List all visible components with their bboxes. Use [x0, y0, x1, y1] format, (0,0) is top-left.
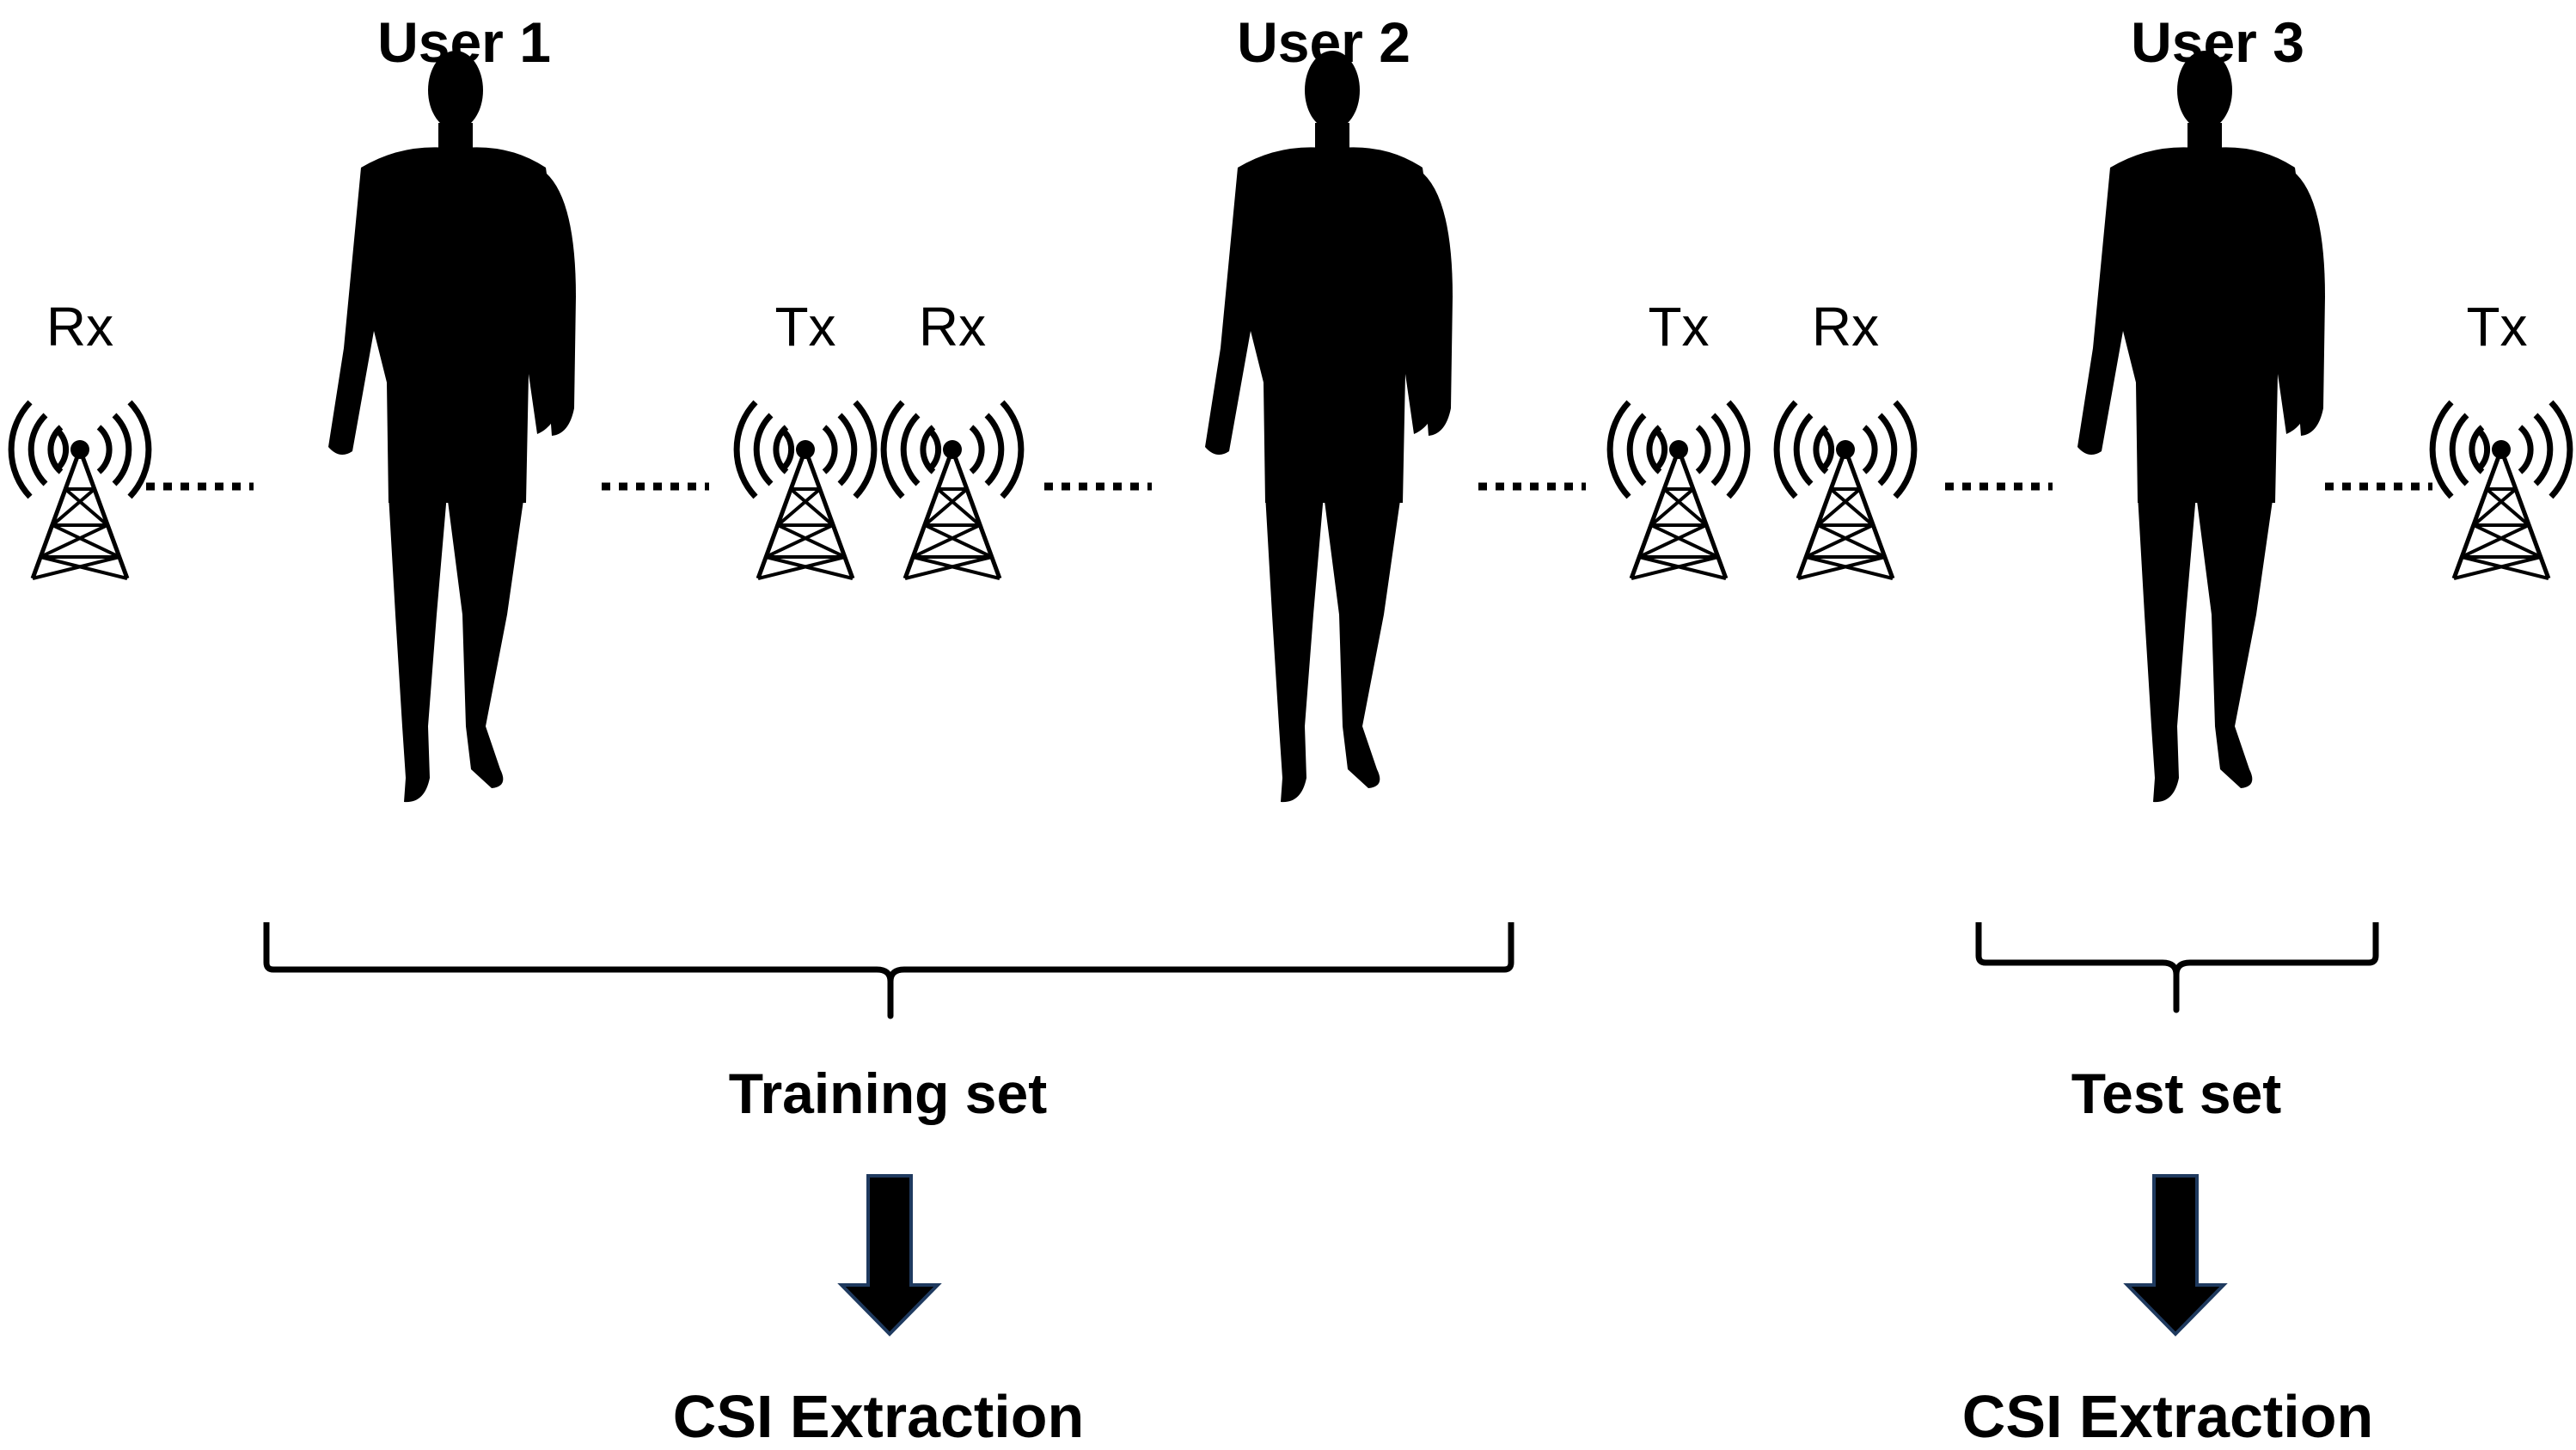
person-silhouette-icon — [1205, 51, 1453, 803]
person-silhouette-icon — [328, 51, 576, 803]
person-silhouette-icon — [2077, 51, 2325, 803]
antenna-label-tx-3: Tx — [2466, 296, 2527, 358]
test-down-arrow-icon — [2123, 1174, 2228, 1337]
antenna-tower-icon — [1777, 402, 1914, 578]
training-csi-extraction-label: CSI Extraction — [673, 1383, 1084, 1450]
training-down-arrow-icon — [837, 1174, 942, 1337]
test-set-brace — [1975, 922, 2379, 1013]
test-set-label: Test set — [2071, 1061, 2282, 1125]
antenna-label-rx-1: Rx — [46, 296, 113, 358]
antenna-label-tx-2: Tx — [1648, 296, 1709, 358]
antenna-tower-icon — [1610, 402, 1747, 578]
antenna-tower-icon — [2432, 402, 2570, 578]
training-set-brace — [263, 922, 1514, 1019]
antenna-tower-icon — [737, 402, 874, 578]
antenna-label-tx-1: Tx — [774, 296, 835, 358]
antenna-tower-icon — [11, 402, 149, 578]
antenna-tower-icon — [884, 402, 1021, 578]
test-csi-extraction-label: CSI Extraction — [1962, 1383, 2373, 1450]
training-set-label: Training set — [729, 1061, 1047, 1125]
antenna-label-rx-3: Rx — [1812, 296, 1879, 358]
antenna-label-rx-2: Rx — [919, 296, 986, 358]
